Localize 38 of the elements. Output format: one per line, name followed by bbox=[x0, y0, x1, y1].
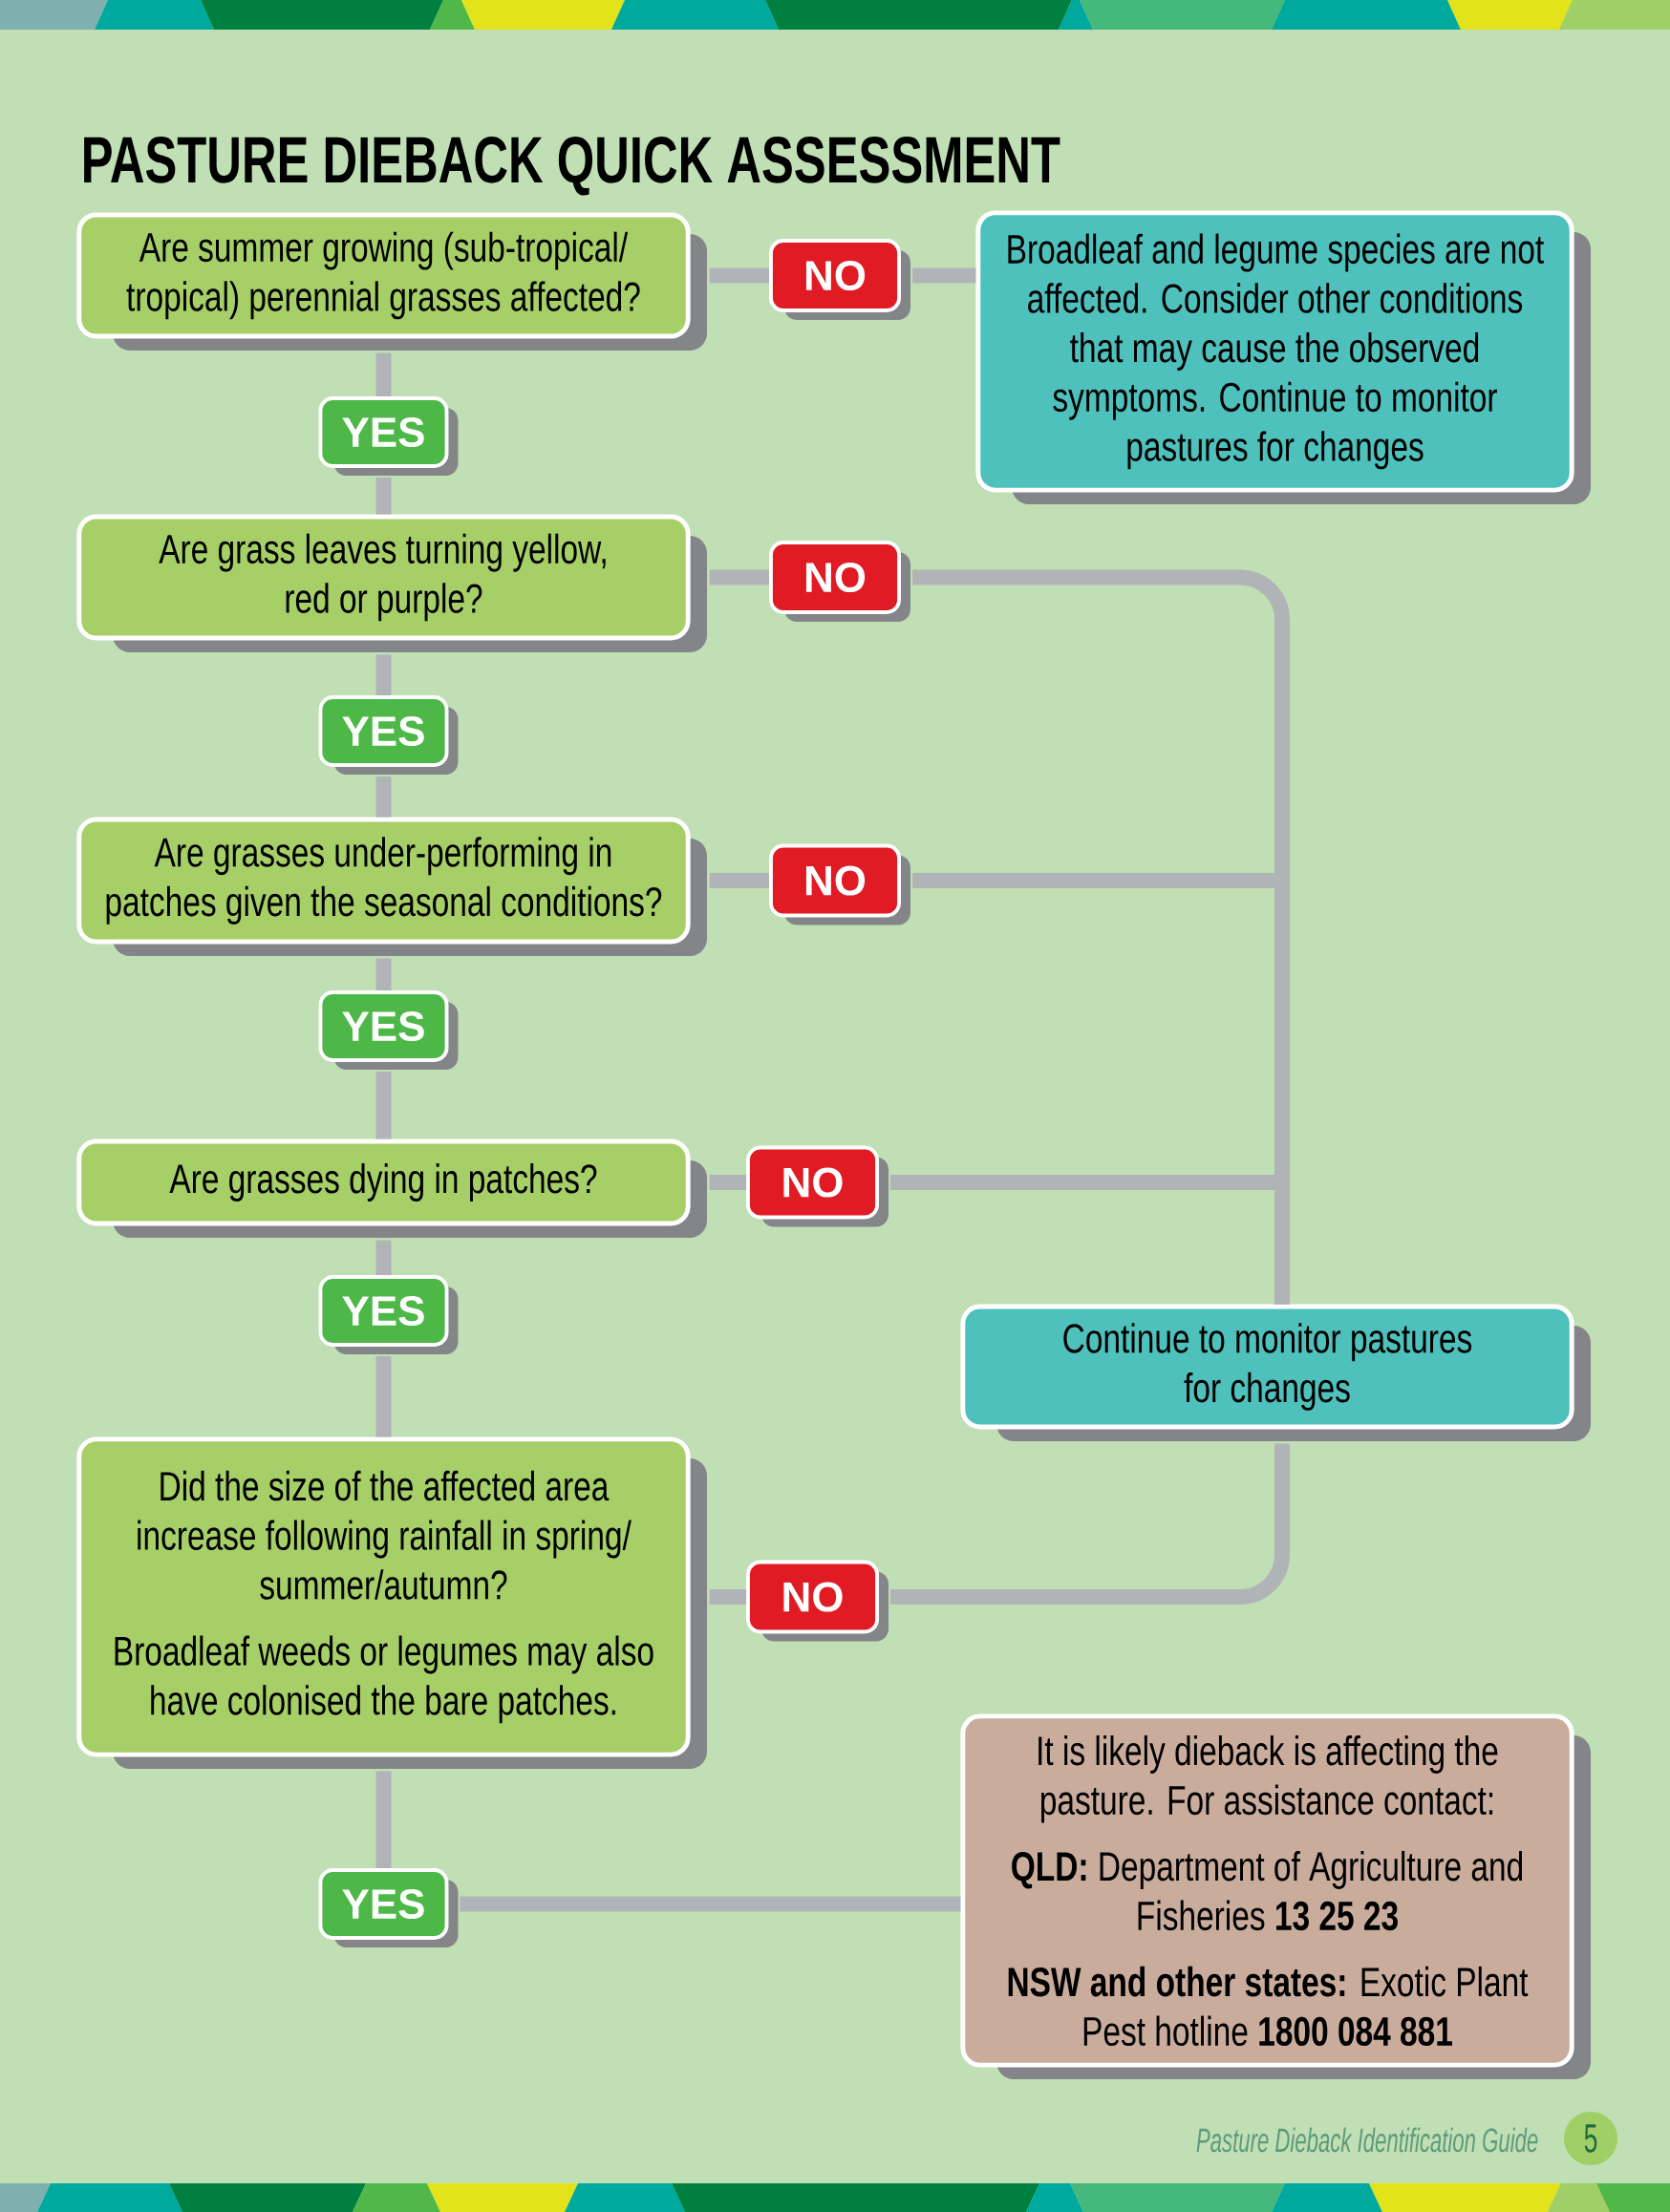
outcome-box: It is likely dieback is affecting the pasture. For assistance contact: QLD: Department of Agriculture and Fisheries 13 25 23 NSW and other states: Exotic Plant Pest hotline 1800 084 881 bbox=[960, 1713, 1592, 2079]
connector-line bbox=[375, 1355, 392, 1437]
connector-line bbox=[375, 654, 392, 696]
connector-line bbox=[375, 352, 392, 397]
question-box: Are grasses dying in patches? bbox=[76, 1138, 707, 1238]
answer-badge: NO bbox=[746, 1145, 889, 1227]
connector-line bbox=[709, 1175, 747, 1190]
title: PASTURE DIEBACK QUICK ASSESSMENT bbox=[84, 137, 1060, 196]
answer-badge: YES bbox=[318, 695, 459, 775]
connector-line bbox=[709, 267, 770, 284]
connector-line bbox=[709, 873, 770, 888]
connector-line bbox=[890, 1443, 1290, 1605]
question-box: Are grass leaves turning yellow, red or purple? bbox=[76, 514, 707, 652]
connector-line bbox=[709, 569, 770, 585]
answer-badge: NO bbox=[769, 541, 910, 622]
answer-badge: YES bbox=[318, 396, 459, 476]
answer-badge: NO bbox=[769, 843, 910, 925]
footer-text: Pasture Dieback Identification Guide bbox=[1196, 2127, 1538, 2153]
connector-line bbox=[375, 958, 392, 991]
connector-line bbox=[709, 1589, 747, 1605]
outcome-box: Broadleaf and legume species are not affected. Consider other conditions that may cause the observed symptoms. Continue to monitor pastures for changes bbox=[975, 210, 1592, 504]
outcome-box: Continue to monitor pastures for changes bbox=[960, 1304, 1592, 1441]
question-box: Did the size of the affected area increase following rainfall in spring/ summer/autumn? Broadleaf weeds or legumes may also have colonised the bare patches. bbox=[76, 1436, 707, 1769]
answer-badge: YES bbox=[318, 1868, 459, 1947]
connector-line bbox=[375, 776, 392, 818]
connector-line bbox=[912, 267, 976, 284]
connector-line bbox=[460, 1896, 961, 1912]
connector-line bbox=[375, 477, 392, 515]
answer-badge: YES bbox=[318, 990, 459, 1070]
question-box: Are summer growing (sub-tropical/ tropical) perennial grasses affected? bbox=[76, 212, 707, 351]
answer-badge: NO bbox=[769, 239, 910, 320]
connector-line bbox=[890, 1175, 1290, 1305]
connector-line bbox=[375, 1240, 392, 1276]
answer-badge: NO bbox=[746, 1560, 889, 1642]
question-box: Are grasses under-performing in patches given the seasonal conditions? bbox=[76, 817, 707, 956]
connector-line bbox=[375, 1071, 392, 1139]
answer-badge: YES bbox=[318, 1275, 459, 1354]
page-number: 5 bbox=[1564, 2112, 1618, 2166]
